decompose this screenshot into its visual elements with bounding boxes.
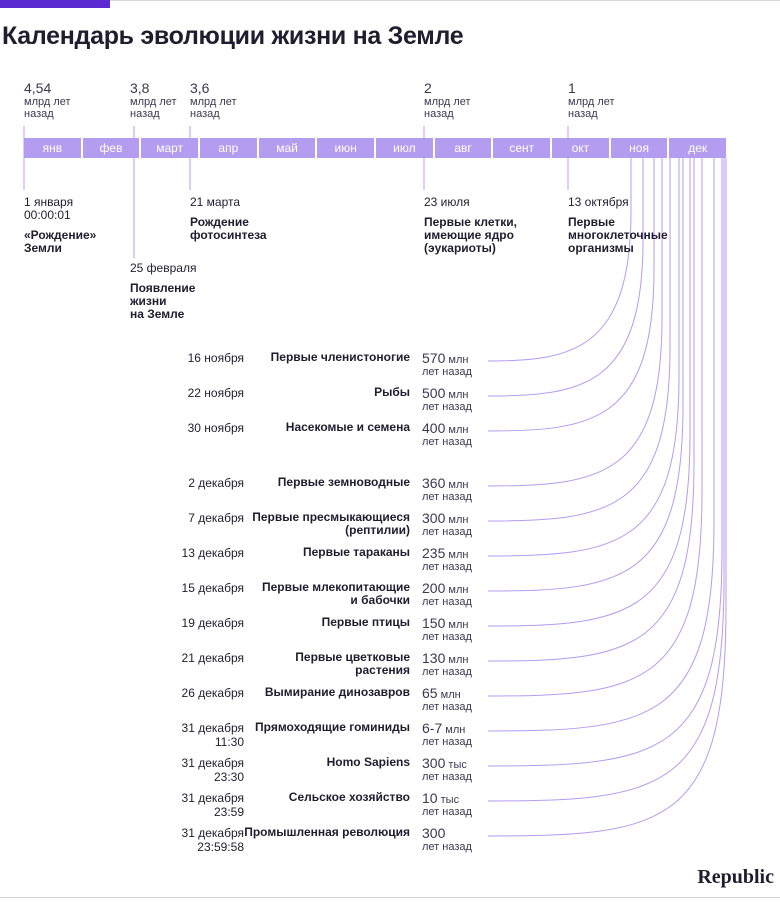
event-name: Первые пресмыкающиеся(рептилии) [252,510,410,537]
event-connector-line [487,158,727,837]
event-name: Промышленная революция [244,825,410,839]
month-jan: янв [24,138,83,158]
event-connector-line [487,158,655,432]
event-connector-line [487,158,684,592]
event-name: Первые членистоногие [270,350,410,364]
page-title: Календарь эволюции жизни на Земле [2,22,464,50]
axis-label-3-8: 3,8 млрд лет назад [130,80,177,120]
event-date: 22 ноября [187,386,244,400]
event-name: Вымирание динозавров [264,685,410,699]
event-name: Первые тараканы [303,545,410,559]
event-connector-line [487,158,671,522]
month-jul: июл [376,138,435,158]
event-connector-line [487,158,632,362]
event-date: 13 декабря [181,546,244,560]
month-aug: авг [434,138,494,158]
month-jun: июн [317,138,377,158]
event-name: Сельское хозяйство [288,790,410,804]
event-name: Homo Sapiens [326,755,410,769]
event-multicellular: 13 октября Первые многоклеточные организ… [568,195,668,255]
event-name: Первые земноводные [277,475,410,489]
event-connector-line [487,158,723,767]
month-apr: апр [200,138,259,158]
event-name: Рыбы [374,385,410,399]
event-name: Прямоходящие гоминиды [255,720,410,734]
event-connector-line [487,158,725,802]
event-connector-line [487,158,663,487]
event-eukaryotes: 23 июля Первые клетки, имеющие ядро (эук… [424,195,517,255]
event-date: 7 декабря [188,511,244,525]
month-mar: март [141,138,201,158]
event-date: 2 декабря [188,476,244,490]
event-connector-line [487,158,695,662]
event-photosynthesis: 21 марта Рождение фотосинтеза [190,195,267,242]
event-earth-birth: 1 января 00:00:01 «Рождение» Земли [24,195,97,255]
axis-label-2: 2 млрд лет назад [424,80,471,120]
event-name: Первые птицы [321,615,410,629]
event-connector-line [487,158,691,627]
event-date: 30 ноября [187,421,244,435]
axis-label-1: 1 млрд лет назад [568,80,615,120]
event-connector-line [487,158,680,557]
event-date: 16 ноября [187,351,244,365]
event-connector-line [487,158,703,697]
republic-logo: Republic [697,866,774,888]
event-connector-line [487,158,644,397]
top-rule [0,0,780,1]
month-bar: янв фев март апр май июн июл авг сент ок… [24,138,727,158]
event-date: 15 декабря [181,581,244,595]
month-oct: окт [552,138,611,158]
event-connector-line [487,158,715,732]
month-nov: ноя [610,138,670,158]
month-dec: дек [669,138,727,158]
accent-bar [0,0,110,8]
event-name: Насекомые и семена [285,420,410,434]
axis-label-3-6: 3,6 млрд лет назад [190,80,237,120]
axis-label-4-54: 4,54 млрд лет назад [24,80,71,120]
event-date: 21 декабря [181,651,244,665]
month-may: май [258,138,318,158]
month-feb: фев [82,138,142,158]
event-date: 19 декабря [181,616,244,630]
bottom-rule [0,897,780,898]
month-sep: сент [493,138,553,158]
event-date: 26 декабря [181,686,244,700]
event-life-appears: 25 февраля Появление жизни на Земле [130,261,197,321]
event-years-ago: 300 лет назад [422,825,472,854]
